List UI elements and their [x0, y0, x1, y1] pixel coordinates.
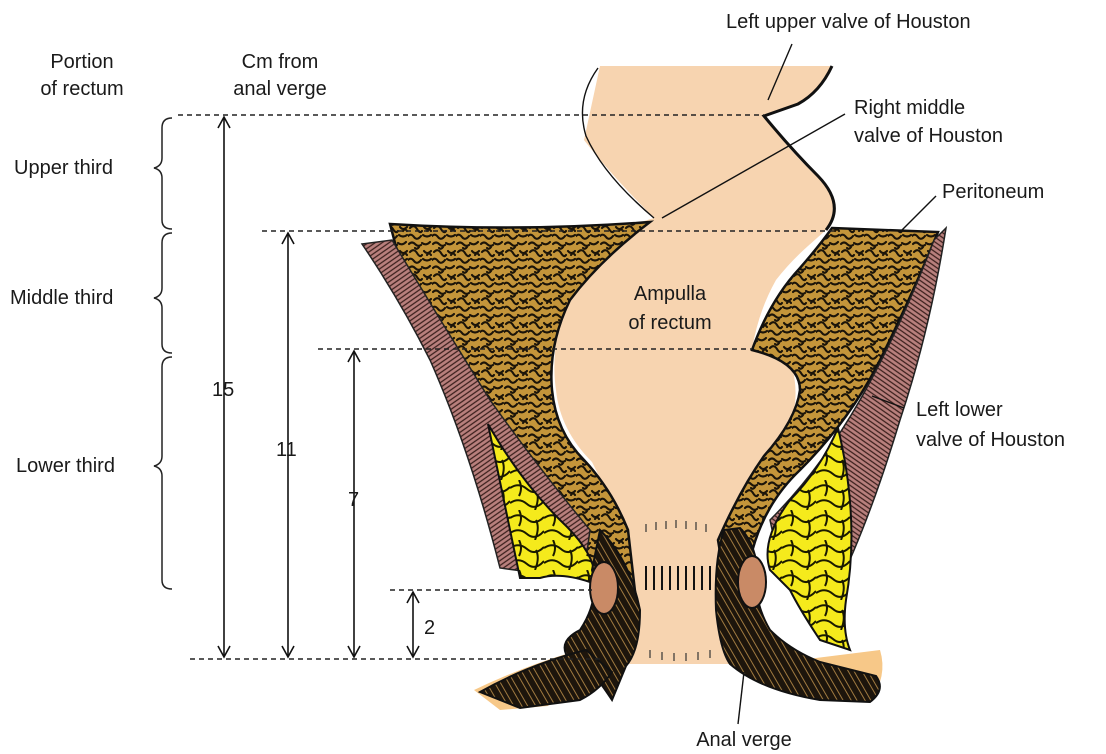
internal-sphincter-left: [590, 562, 618, 614]
label-ampulla-line1: Ampulla: [634, 283, 707, 305]
brace-upper-third: [154, 118, 172, 229]
label-right-middle-valve-line2: valve of Houston: [854, 125, 1003, 147]
leader-peritoneum: [900, 196, 936, 232]
label-peritoneum: Peritoneum: [942, 181, 1044, 203]
header-cm-line1: Cm from: [242, 51, 319, 73]
label-anal-verge: Anal verge: [696, 729, 792, 751]
label-upper-third: Upper third: [14, 157, 113, 179]
internal-sphincter-right: [738, 556, 766, 608]
label-left-lower-valve-line1: Left lower: [916, 399, 1003, 421]
distance-11: 11: [276, 439, 297, 461]
label-left-upper-valve: Left upper valve of Houston: [726, 11, 971, 33]
header-portion-line1: Portion: [50, 51, 113, 73]
arrow-2cm: [407, 592, 419, 657]
brace-lower-third: [154, 357, 172, 589]
header-portion-line2: of rectum: [40, 78, 123, 100]
distance-15: 15: [212, 379, 234, 401]
label-ampulla-line2: of rectum: [628, 312, 711, 334]
label-left-lower-valve-line2: valve of Houston: [916, 429, 1065, 451]
label-right-middle-valve-line1: Right middle: [854, 97, 965, 119]
distance-2: 2: [424, 617, 435, 639]
label-middle-third: Middle third: [10, 287, 113, 309]
label-lower-third: Lower third: [16, 455, 115, 477]
brace-middle-third: [154, 233, 172, 353]
distance-7: 7: [348, 489, 359, 511]
leader-anal-verge: [738, 672, 744, 724]
header-cm-line2: anal verge: [233, 78, 326, 100]
